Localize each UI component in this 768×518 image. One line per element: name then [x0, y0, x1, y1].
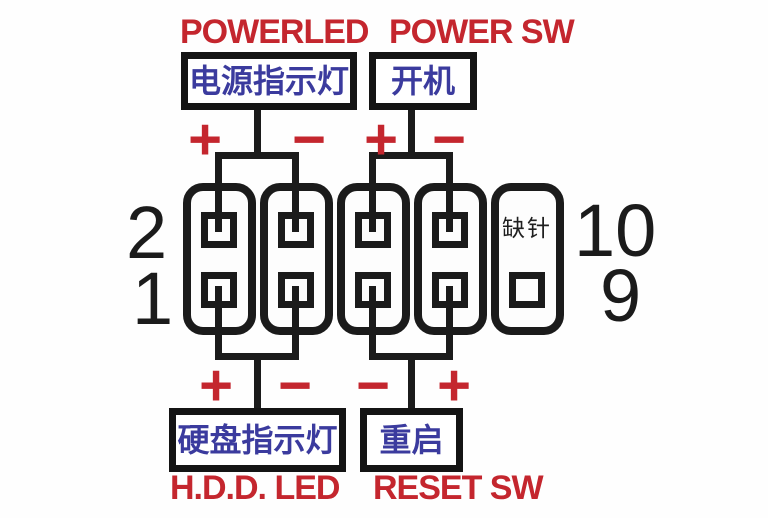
pin-7 [432, 272, 468, 308]
pin-9 [509, 272, 545, 308]
power-led-minus-sign: − [292, 107, 326, 172]
hdd-led-cn-box: 硬盘指示灯 [169, 408, 346, 472]
hdd-led-wire-stem [254, 353, 261, 413]
power-sw-cn-label: 开机 [390, 63, 455, 99]
hdd-led-title: H.D.D. LED [170, 469, 340, 507]
power-sw-wire-branch-plus [369, 152, 376, 232]
hdd-led-wire-branch-plus [215, 286, 222, 360]
power-led-title: POWERLED [180, 13, 369, 51]
power-sw-plus-sign: + [364, 107, 398, 172]
power-led-wire-branch-minus [292, 152, 299, 232]
hdd-led-wire-branch-minus [292, 286, 299, 360]
power-sw-minus-sign: − [432, 107, 466, 172]
missing-pin-label: 缺针 [502, 215, 552, 241]
pin-2 [201, 212, 237, 248]
reset-sw-minus-sign: − [356, 353, 390, 418]
power-led-wire-branch-plus [215, 152, 222, 232]
power-led-plus-sign: + [188, 107, 222, 172]
reset-sw-plus-sign: + [437, 353, 471, 418]
power-led-wire-stem [254, 104, 261, 156]
pin-3 [278, 272, 314, 308]
reset-sw-wire-branch-plus [446, 286, 453, 360]
hdd-led-plus-sign: + [199, 353, 233, 418]
pin-number-top-right: 10 [574, 189, 657, 272]
reset-sw-title: RESET SW [373, 469, 544, 507]
pin-8 [432, 212, 468, 248]
power-sw-wire-branch-minus [446, 152, 453, 232]
pin-4 [278, 212, 314, 248]
reset-sw-cn-label: 重启 [379, 422, 444, 458]
pin-5 [355, 272, 391, 308]
power-led-wire-crossbar [215, 152, 299, 159]
pin-number-top-left: 2 [126, 191, 168, 274]
pin-6 [355, 212, 391, 248]
reset-sw-wire-stem [408, 353, 415, 413]
power-sw-title: POWER SW [389, 13, 575, 51]
header-slot-5 [491, 183, 564, 335]
reset-sw-cn-box: 重启 [360, 408, 463, 472]
power-sw-cn-box: 开机 [369, 52, 477, 110]
pin-number-bottom-left: 1 [132, 257, 174, 340]
reset-sw-wire-branch-minus [369, 286, 376, 360]
power-led-cn-label: 电源指示灯 [188, 63, 349, 99]
hdd-led-minus-sign: − [278, 353, 312, 418]
pin-1 [201, 272, 237, 308]
pin-number-bottom-right: 9 [600, 254, 642, 337]
power-sw-wire-stem [408, 104, 415, 156]
power-sw-wire-crossbar [369, 152, 453, 159]
power-led-cn-box: 电源指示灯 [181, 52, 357, 110]
hdd-led-cn-label: 硬盘指示灯 [177, 422, 338, 458]
